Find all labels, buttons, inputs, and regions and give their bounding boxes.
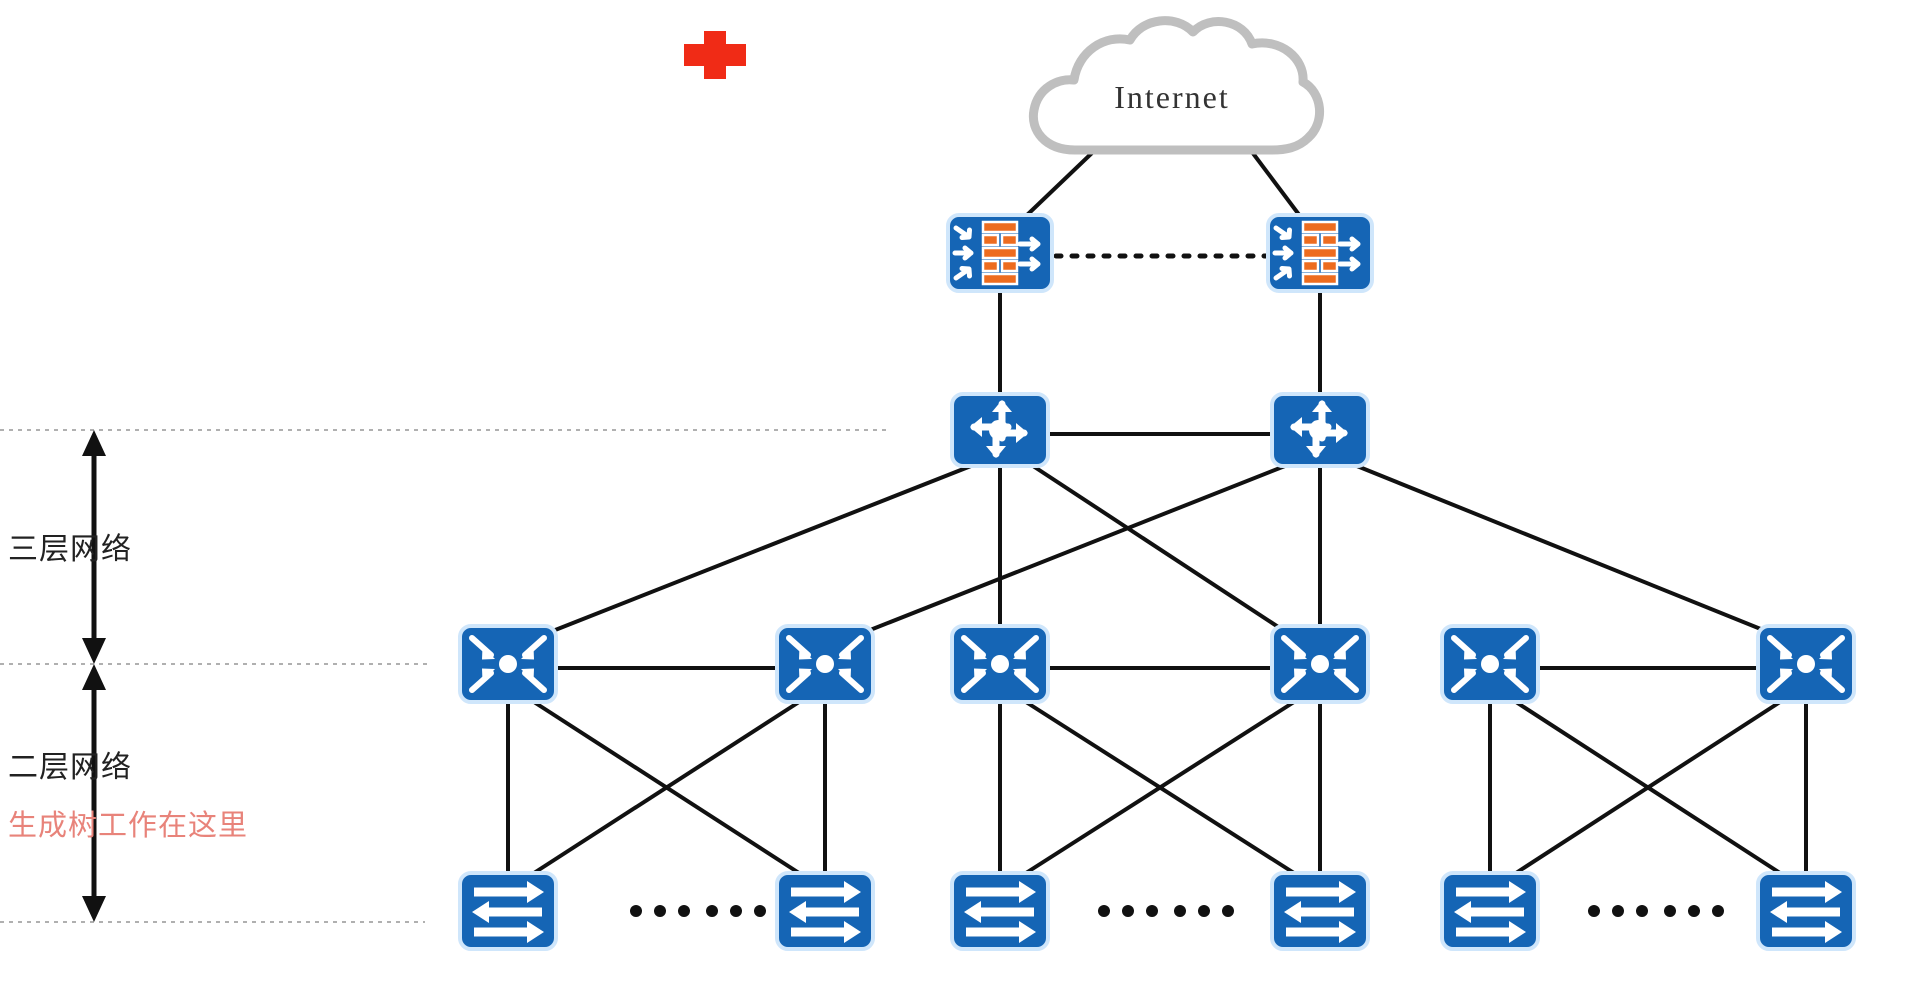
access-switch-2[interactable] <box>777 873 873 949</box>
access-switch-3[interactable] <box>952 873 1048 949</box>
firewall-right[interactable] <box>1268 215 1372 291</box>
link-rt1-ag4 <box>1028 462 1294 638</box>
link-rt2-ag6 <box>1351 462 1779 638</box>
core-router-left[interactable] <box>952 394 1048 466</box>
link-ag2-ac1 <box>532 700 801 875</box>
link-ag4-ac3 <box>1024 700 1296 875</box>
zone-guide-lines <box>0 429 890 923</box>
agg-switch-6[interactable] <box>1758 626 1854 702</box>
link-cloud-fw-left <box>1024 150 1095 218</box>
ellipsis-pod-3 <box>1588 905 1724 917</box>
core-router-right[interactable] <box>1272 394 1368 466</box>
zone-label-layer2: 二层网络 <box>8 751 132 784</box>
layer2-span-arrow <box>82 664 106 922</box>
link-ag6-ac5 <box>1514 700 1782 875</box>
agg-switch-5[interactable] <box>1442 626 1538 702</box>
agg-switch-2[interactable] <box>777 626 873 702</box>
access-switch-4[interactable] <box>1272 873 1368 949</box>
internet-cloud: Internet <box>1028 16 1325 155</box>
access-switch-5[interactable] <box>1442 873 1538 949</box>
access-switch-1[interactable] <box>460 873 556 949</box>
ellipsis-pod-2 <box>1098 905 1234 917</box>
access-switch-6[interactable] <box>1758 873 1854 949</box>
layer3-span-arrow <box>82 430 106 664</box>
agg-switch-1[interactable] <box>460 626 556 702</box>
zone-label-layer3: 三层网络 <box>8 533 132 566</box>
topology-links <box>506 150 1808 875</box>
zone-label-stp-note: 生成树工作在这里 <box>8 810 249 842</box>
red-cross-marker <box>684 31 746 79</box>
firewall-left[interactable] <box>948 215 1052 291</box>
link-cloud-fw-right <box>1250 150 1302 218</box>
internet-cloud-label: Internet <box>1114 79 1230 115</box>
agg-switch-3[interactable] <box>952 626 1048 702</box>
link-rt2-ag2 <box>854 462 1291 638</box>
link-rt1-ag1 <box>539 462 977 638</box>
ellipsis-pod-1 <box>630 905 766 917</box>
agg-switch-4[interactable] <box>1272 626 1368 702</box>
